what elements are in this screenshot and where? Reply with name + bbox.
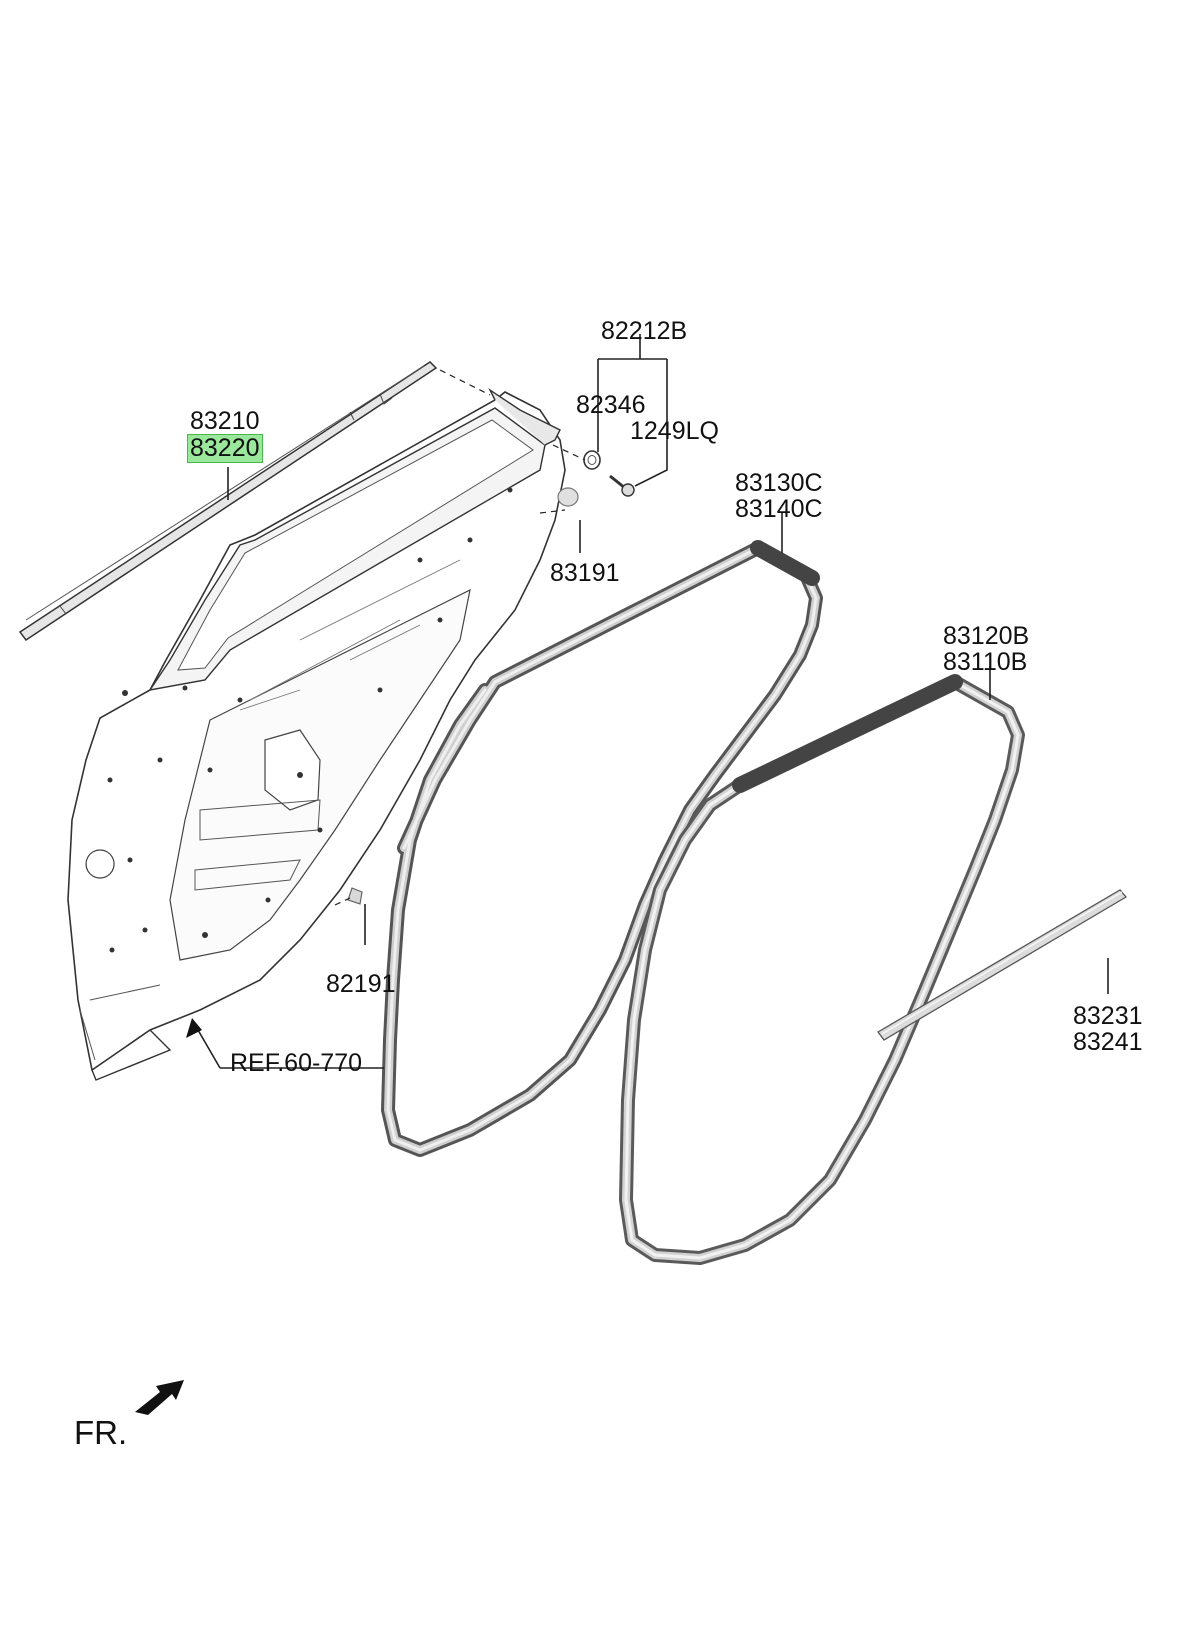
label-83210[interactable]: 83210 (190, 407, 260, 435)
ref-arrowhead (186, 1018, 202, 1038)
body-weatherstrip-83120B-part[interactable] (619, 674, 1025, 1265)
front-direction-arrow-icon (135, 1380, 184, 1415)
label-83120B[interactable]: 83120B (943, 622, 1030, 650)
label-83231[interactable]: 83231 (1073, 1002, 1143, 1030)
label-82346[interactable]: 82346 (576, 391, 646, 419)
washer-82346-part[interactable] (583, 450, 601, 470)
label-82191[interactable]: 82191 (326, 970, 396, 998)
label-83140C[interactable]: 83140C (735, 495, 823, 523)
screw-1249LQ-part[interactable] (609, 474, 635, 497)
label-ref-60-770[interactable]: REF.60-770 (230, 1049, 363, 1077)
label-82212B[interactable]: 82212B (601, 317, 688, 345)
front-direction-label: FR. (74, 1414, 128, 1451)
plug-82191-part[interactable] (347, 887, 363, 905)
label-83110B[interactable]: 83110B (943, 648, 1028, 676)
label-83130C[interactable]: 83130C (735, 469, 823, 497)
label-83191[interactable]: 83191 (550, 559, 620, 587)
label-83220[interactable]: 83220 (187, 434, 263, 463)
label-1249LQ[interactable]: 1249LQ (630, 417, 719, 445)
label-83241[interactable]: 83241 (1073, 1028, 1143, 1056)
rear-door-panel[interactable] (67, 387, 566, 1081)
lower-weatherstrip-83231-part[interactable] (877, 889, 1127, 1041)
leader-lines (197, 334, 1109, 1069)
door-weatherstrip-83130C-part[interactable] (381, 540, 823, 1157)
belt-weatherstrip-part[interactable] (18, 361, 438, 642)
plug-83191-part[interactable] (557, 487, 579, 507)
dashed-leaders (334, 369, 586, 906)
